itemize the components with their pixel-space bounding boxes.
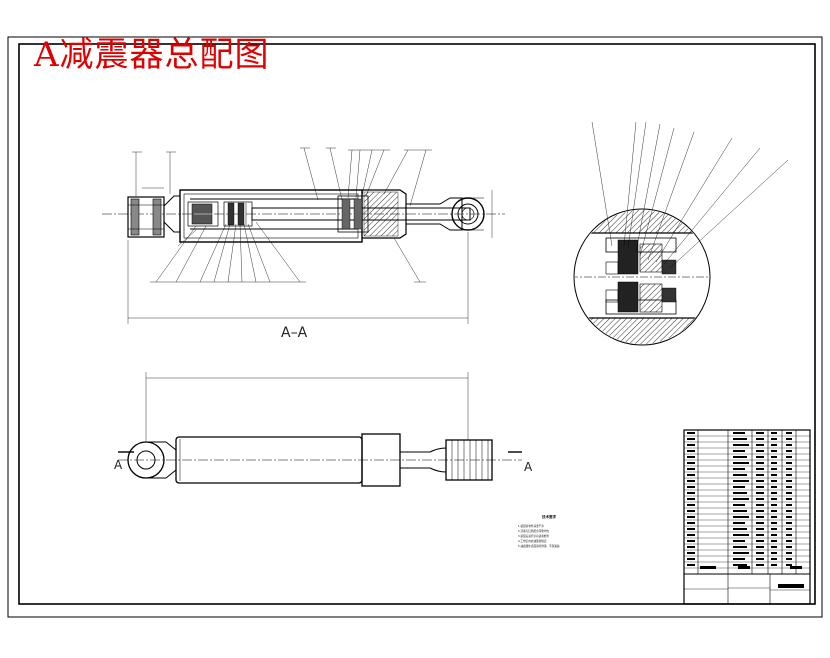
view-mark-right: A [524, 460, 533, 474]
technical-notes: 技术要求 1.装配前零件清洗干净 2.活塞与缸筒配合间隙均匀 3.装配后进行示功… [518, 515, 598, 549]
technical-note-line: 2.活塞与缸筒配合间隙均匀 [518, 530, 550, 533]
detail-view [573, 121, 789, 346]
exterior-view [118, 372, 522, 487]
inner-frame [18, 43, 816, 605]
section-view [102, 147, 505, 324]
technical-note-line: 1.装配前零件清洗干净 [518, 525, 544, 528]
technical-note-line: 5.减震器外表面涂防锈漆，不得漏油 [518, 545, 560, 548]
technical-note-line: 3.装配后进行示功试验检查 [518, 535, 550, 538]
section-label: A–A [281, 325, 308, 341]
parts-list [683, 429, 811, 605]
technical-notes-title: 技术要求 [542, 515, 556, 519]
drawing-title: A减震器总配图 [34, 35, 270, 75]
outer-frame [7, 36, 823, 618]
view-mark-left: A [114, 458, 123, 472]
technical-note-line: 4.工作缸内充油量按规定 [518, 540, 547, 543]
